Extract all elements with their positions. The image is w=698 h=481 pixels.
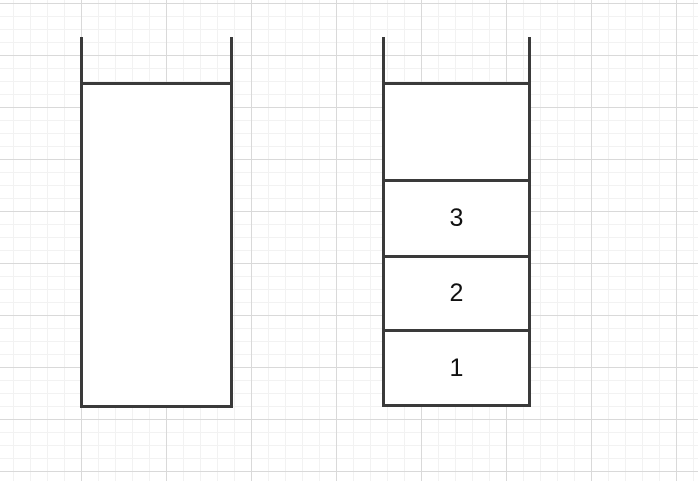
stack-rail-left	[80, 37, 83, 85]
stack-pop-stack: popStack	[80, 37, 233, 481]
stack-cell-item: 3	[385, 179, 528, 255]
stack-rail-left	[382, 37, 385, 85]
stack-rail-right	[528, 37, 531, 85]
stack-cell-item: 2	[385, 255, 528, 329]
stack-cell-empty	[83, 85, 230, 405]
stack-cell-empty	[385, 85, 528, 179]
stack-body: 3 2 1	[382, 82, 531, 407]
stack-body	[80, 82, 233, 408]
stack-rail-right	[230, 37, 233, 85]
stack-push-stack: 3 2 1 pushStack	[382, 37, 531, 481]
stack-cell-item: 1	[385, 329, 528, 404]
